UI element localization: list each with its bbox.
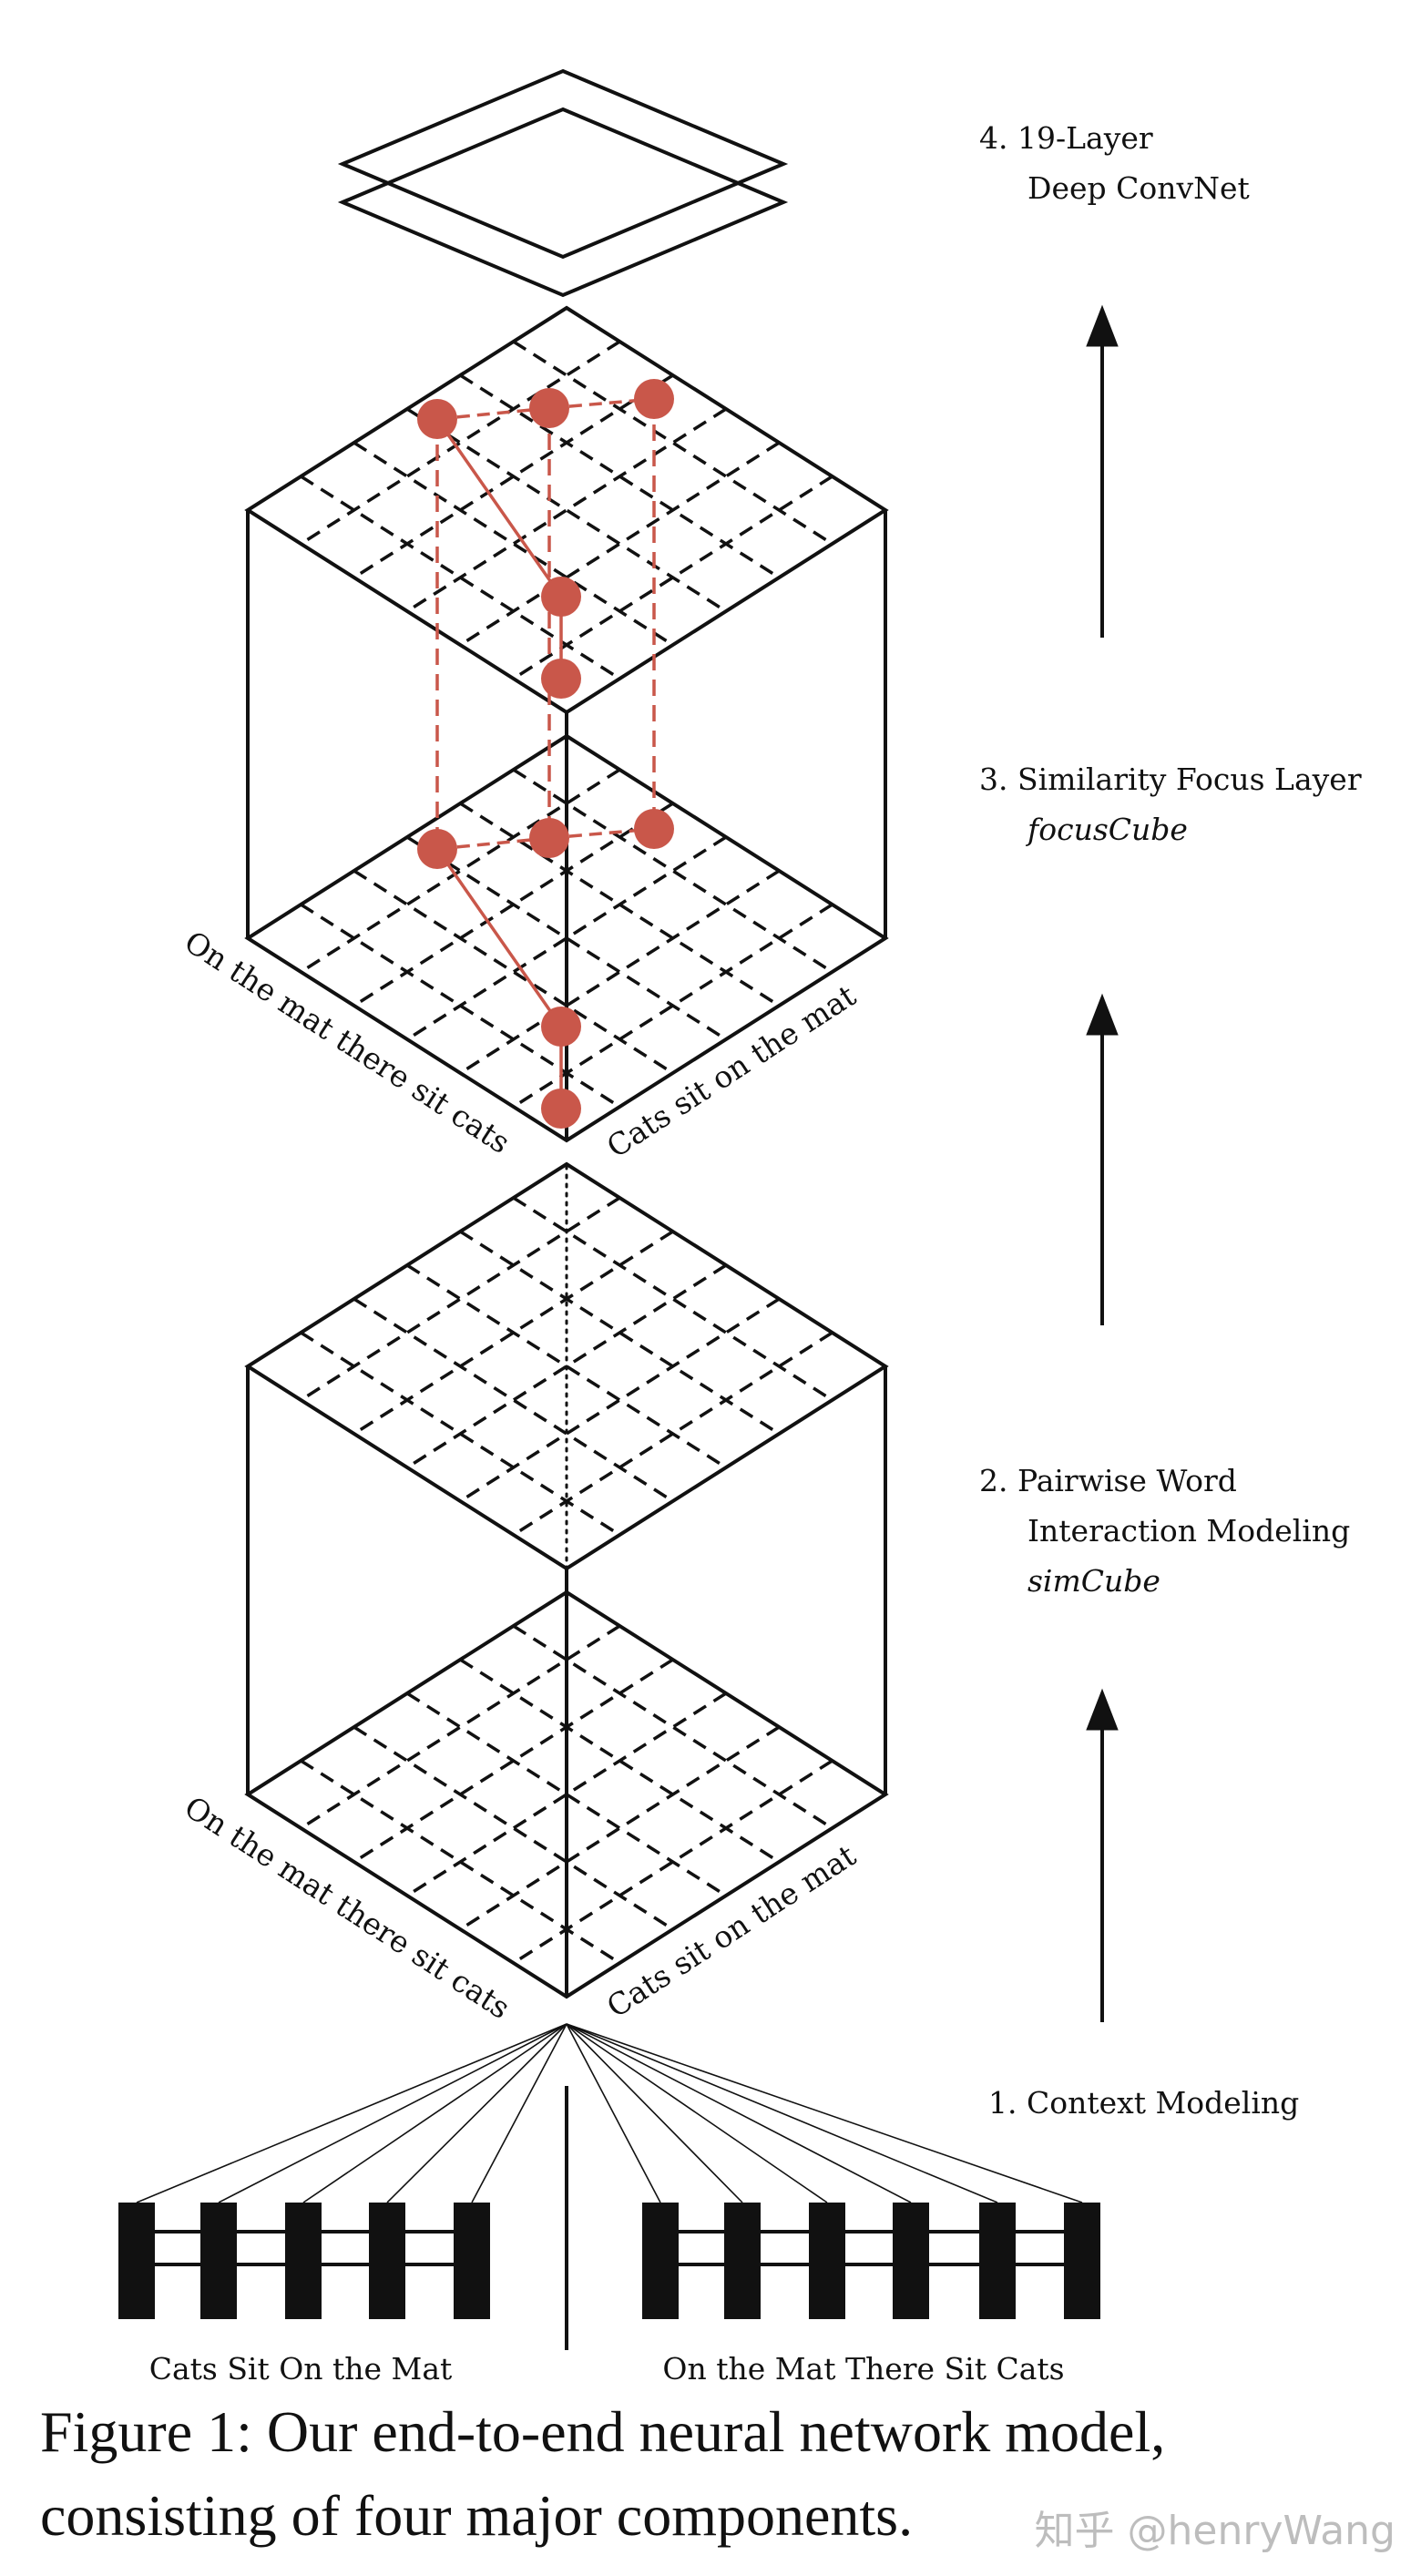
convnet-plane-front [337,107,789,298]
focus-cube-top-face-grid-line [406,407,727,613]
right-axis-sentence-bottom: Cats sit on the mat [600,1837,862,2024]
sim-cube-bottom-face-grid-line [406,1692,727,1897]
focus-path-link [435,847,563,1028]
left-axis-sentence-top: On the mat there sit cats [179,924,516,1160]
focus-node-topB [529,388,569,428]
lstm-cell-block [369,2203,405,2319]
step2-title: 2. Pairwise Word [979,1463,1237,1498]
context-fan-line [566,2023,912,2203]
focus-node-botB [529,818,569,858]
focus-node-lowB [541,1089,581,1129]
sim-cube-bottom-face-grid-line [406,1692,727,1897]
left-input-label: Cats Sit On the Mat [149,2351,453,2387]
sim-cube-top-face-grid-line [353,1297,674,1503]
focus-cube-bottom-face-grid-line [406,835,727,1041]
sim-cube-top-face-grid-line [512,1331,833,1537]
diagram-lines [118,68,1119,2350]
focus-node-topC [634,379,674,419]
left-axis-sentence-bottom: On the mat there sit cats [179,1789,516,2026]
lstm-cell-block [285,2203,322,2319]
focus-cube-bottom-face-grid-line [406,835,727,1041]
step2-subtitle: Interaction Modeling [1027,1513,1350,1549]
right-input-label: On the Mat There Sit Cats [662,2351,1064,2387]
focus-node-midA [541,577,581,617]
focus-cube-top-face-grid-line [353,441,674,647]
step3-subtitle: focusCube [1025,812,1188,847]
step2-cube-name: simCube [1027,1563,1160,1599]
lstm-cell-block [642,2203,679,2319]
arrow-step2-to-3-head [1086,993,1119,1036]
step1-title: 1. Context Modeling [988,2085,1299,2121]
context-fan-line [471,2023,567,2203]
lstm-cell-block [893,2203,929,2319]
sim-cube-top-face-grid-line [300,1196,621,1402]
watermark: 知乎 @henryWang [1034,2508,1395,2554]
lstm-cell-block [1064,2203,1100,2319]
sim-cube-top-face-grid-line [512,1196,833,1402]
context-fan-line [386,2023,567,2203]
sim-cube-bottom-face-grid-line [300,1624,621,1830]
lstm-cell-block [724,2203,761,2319]
arrow-step1-to-2-head [1086,1688,1119,1731]
focus-node-botC [634,809,674,849]
arrow-step3-to-4-head [1086,304,1119,347]
sim-cube-top-face-grid-line [459,1297,781,1503]
context-fan-line [566,2023,1083,2203]
focus-cube-top-face-grid-line [300,340,621,546]
step4-title: 4. 19-Layer [979,120,1153,156]
focus-node-botA [417,829,457,869]
diagram-labels: 4. 19-Layer Deep ConvNet 3. Similarity F… [149,120,1362,2387]
convnet-plane-back [337,68,789,260]
sim-cube-bottom-face-grid-line [459,1725,781,1931]
focus-cube-bottom-face-grid-line [300,768,621,974]
lstm-cell-block [200,2203,237,2319]
focus-cube-top-face-grid-line [512,475,833,680]
focus-path-link [435,417,563,598]
focus-node-lowA [541,1007,581,1047]
context-fan-line [566,2023,661,2203]
focus-cube-top-face-grid-line [512,340,833,546]
focus-cube-bottom-face-grid-line [353,869,674,1075]
sim-cube-top-face-grid-line [406,1263,727,1469]
lstm-cell-block [809,2203,845,2319]
focus-cube-bottom-face-grid-line [459,869,781,1075]
figure-caption-line1: Figure 1: Our end-to-end neural network … [40,2399,1166,2464]
focus-cube-bottom-face-grid-line [512,768,833,974]
context-fan-line [302,2023,567,2203]
context-fan-line [566,2023,998,2203]
lstm-cell-block [454,2203,490,2319]
context-fan-line [566,2023,828,2203]
figure-caption-line2: consisting of four major components. [40,2483,914,2548]
context-fan-line [566,2023,743,2203]
focus-cube-top-face-grid-line [406,407,727,613]
sim-cube-bottom-face-grid-line [512,1624,833,1830]
context-fan-line [218,2023,567,2203]
focus-node-midB [541,659,581,699]
sim-cube-top-face-grid-line [406,1263,727,1469]
focus-overlay [417,379,674,1129]
lstm-cell-block [118,2203,155,2319]
context-fan-line [136,2023,567,2203]
step3-title: 3. Similarity Focus Layer [979,762,1362,797]
focus-cube-top-face-outline [244,305,889,715]
step4-subtitle: Deep ConvNet [1027,170,1250,206]
lstm-cell-block [979,2203,1016,2319]
focus-cube-top-face-grid-line [459,441,781,647]
sim-cube-bottom-face-grid-line [353,1725,674,1931]
right-axis-sentence-top: Cats sit on the mat [600,977,862,1164]
focus-node-topA [417,399,457,439]
